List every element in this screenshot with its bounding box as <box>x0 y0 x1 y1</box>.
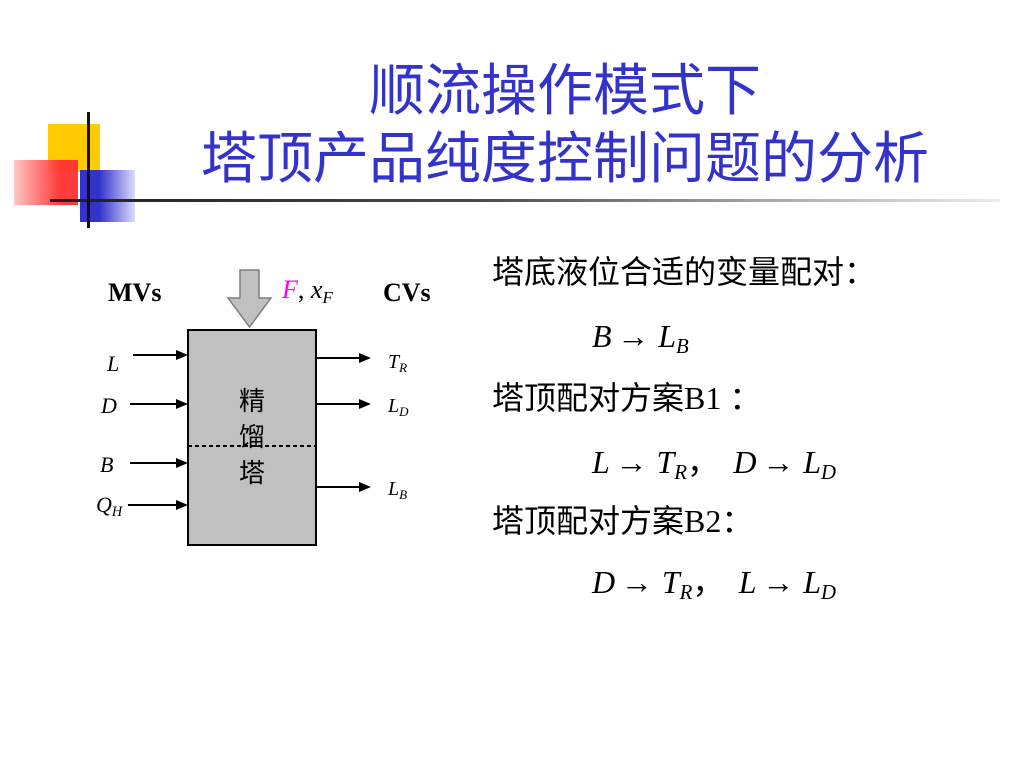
arrow-head <box>359 482 371 492</box>
output-subscript: D <box>399 403 409 419</box>
column-body <box>187 329 317 546</box>
pair-separator: ， <box>687 444 720 480</box>
scheme-b1-label: 塔顶配对方案B1 ： <box>492 380 762 416</box>
pairing-arrow: → <box>762 564 795 600</box>
output-symbol: T <box>388 351 400 373</box>
output-symbol: L <box>388 478 400 500</box>
title-underline-rule <box>50 199 1000 202</box>
manipulated-variable: D <box>592 564 616 600</box>
logo-vertical-rule <box>87 112 90 228</box>
feed-flow-symbol: F <box>282 275 298 304</box>
arrow-head <box>176 500 188 510</box>
scheme-b1-formula: L→TR，D→LD <box>592 442 836 484</box>
input-label-d: D <box>101 395 117 417</box>
controlled-variable: L <box>803 564 822 600</box>
controlled-variable-subscript: D <box>821 580 837 604</box>
feed-label: F, xF <box>282 275 333 306</box>
arrow-head <box>176 399 188 409</box>
pairing-panel: 塔底液位合适的变量配对： B→LB 塔顶配对方案B1 ： L→TR，D→LD 塔… <box>480 245 1000 605</box>
manipulated-variable: D <box>733 444 757 480</box>
output-arrow-tr <box>317 353 371 363</box>
pair: D→TR <box>592 564 692 604</box>
feed-composition-symbol: x <box>310 275 323 304</box>
input-arrow-d <box>130 399 188 409</box>
logo-red-block <box>14 160 78 205</box>
cvs-header: CVs <box>383 278 431 307</box>
controlled-variable: T <box>656 444 675 480</box>
slide-title: 顺流操作模式下 塔顶产品纯度控制问题的分析 <box>140 58 990 194</box>
arrow-head <box>176 350 188 360</box>
manipulated-variable: B <box>592 318 612 354</box>
pairing-arrow: → <box>620 564 653 600</box>
input-symbol: B <box>100 452 114 477</box>
feed-composition-subscript: F <box>322 287 333 307</box>
title-line-1: 顺流操作模式下 <box>369 61 761 123</box>
distillation-column-diagram: MVs CVs F, xF 精馏塔 L D B QH TR LD LB <box>80 262 442 552</box>
controlled-variable-subscript: R <box>679 580 693 604</box>
controlled-variable: L <box>658 318 677 354</box>
bottom-pairing-heading: 塔底液位合适的变量配对： <box>492 254 877 290</box>
manipulated-variable: L <box>592 444 610 480</box>
arrow-head <box>359 353 371 363</box>
pair: L→LD <box>738 564 836 604</box>
pair: D→LD <box>733 444 836 484</box>
input-arrow-b <box>130 458 188 468</box>
pairing-arrow: → <box>617 318 650 354</box>
output-label-lb: LB <box>388 478 408 502</box>
scheme-b2-formula: D→TR，L→LD <box>592 562 836 604</box>
input-subscript: H <box>111 504 123 520</box>
diagram-graphics <box>128 269 371 546</box>
arrow-head <box>359 399 371 409</box>
input-label-qh: QH <box>96 492 122 520</box>
output-label-tr: TR <box>388 351 408 375</box>
feed-separator: , <box>297 275 311 304</box>
input-label-l: L <box>107 353 119 375</box>
input-label-b: B <box>100 454 113 476</box>
controlled-variable-subscript: R <box>674 460 688 484</box>
controlled-variable: L <box>803 444 822 480</box>
scheme-b2-label: 塔顶配对方案B2： <box>492 503 754 539</box>
arrow-head <box>176 458 188 468</box>
output-label-ld: LD <box>388 395 409 419</box>
bottom-pairing-formula: B→LB <box>592 316 689 358</box>
controlled-variable-subscript: D <box>821 460 837 484</box>
controlled-variable-subscript: B <box>676 334 689 358</box>
pair-separator: ， <box>692 564 725 600</box>
output-arrow-ld <box>317 399 371 409</box>
output-subscript: B <box>399 486 408 502</box>
output-subscript: R <box>399 359 408 375</box>
pairing-arrow: → <box>762 444 795 480</box>
controlled-variable: T <box>661 564 680 600</box>
input-symbol: D <box>101 393 117 418</box>
feed-arrow <box>226 269 273 329</box>
mvs-header: MVs <box>108 278 162 307</box>
output-arrow-lb <box>317 482 371 492</box>
pairing-arrow: → <box>615 444 648 480</box>
column-label: 精馏塔 <box>238 387 265 488</box>
input-symbol: Q <box>96 492 112 517</box>
manipulated-variable: L <box>738 564 757 600</box>
input-arrow-l <box>133 350 188 360</box>
input-arrow-qh <box>128 500 188 510</box>
title-line-2: 塔顶产品纯度控制问题的分析 <box>201 129 929 191</box>
input-symbol: L <box>107 351 120 376</box>
template-logo <box>10 108 140 232</box>
output-symbol: L <box>388 395 400 417</box>
pair: L→TR <box>592 444 687 484</box>
